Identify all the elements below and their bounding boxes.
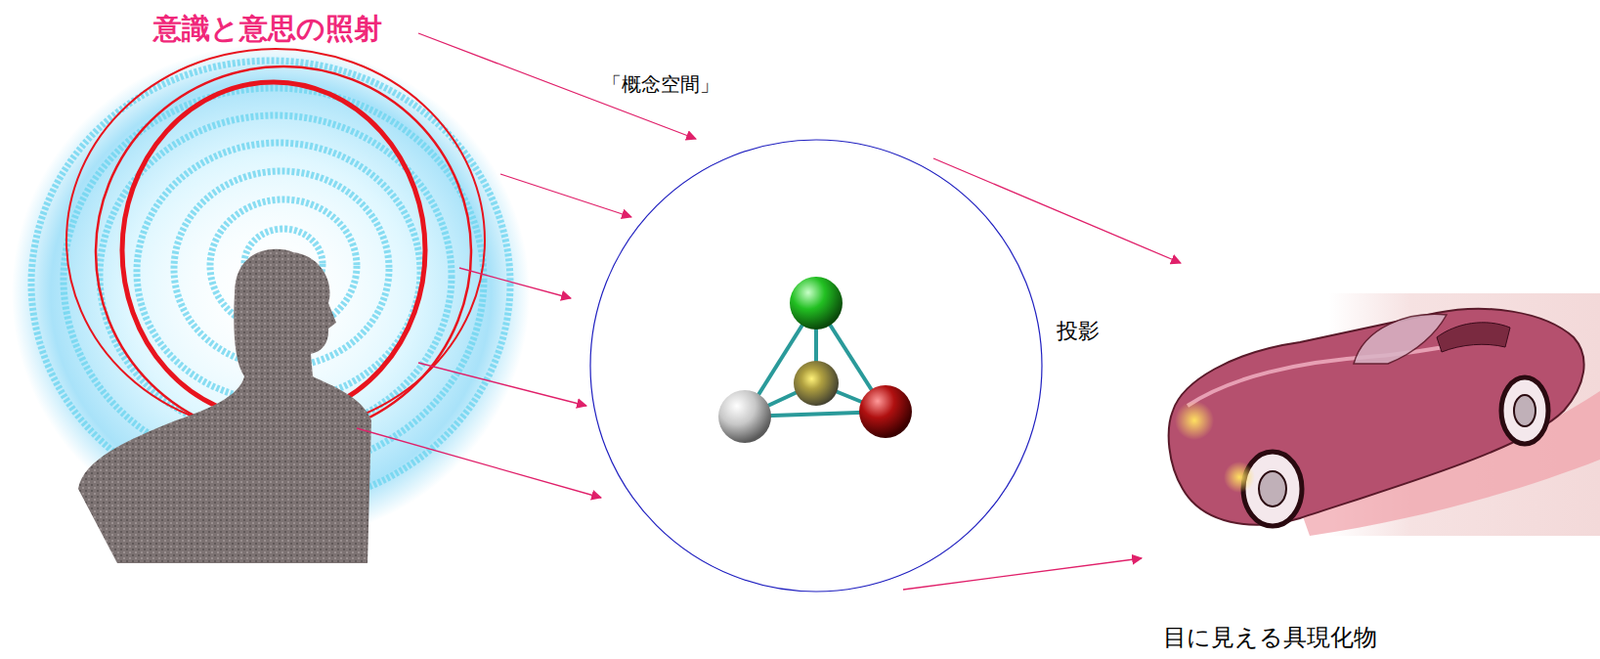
callout-label: 意識と意思の照射 xyxy=(153,11,383,46)
concept-circle: 「概念空間」 xyxy=(589,138,1043,593)
caption-label: 目に見える具現化物 xyxy=(1163,623,1378,652)
node-heading: 「概念空間」 xyxy=(602,72,720,96)
circle-outline xyxy=(589,138,1043,593)
process-label: 投影 xyxy=(1056,318,1100,345)
